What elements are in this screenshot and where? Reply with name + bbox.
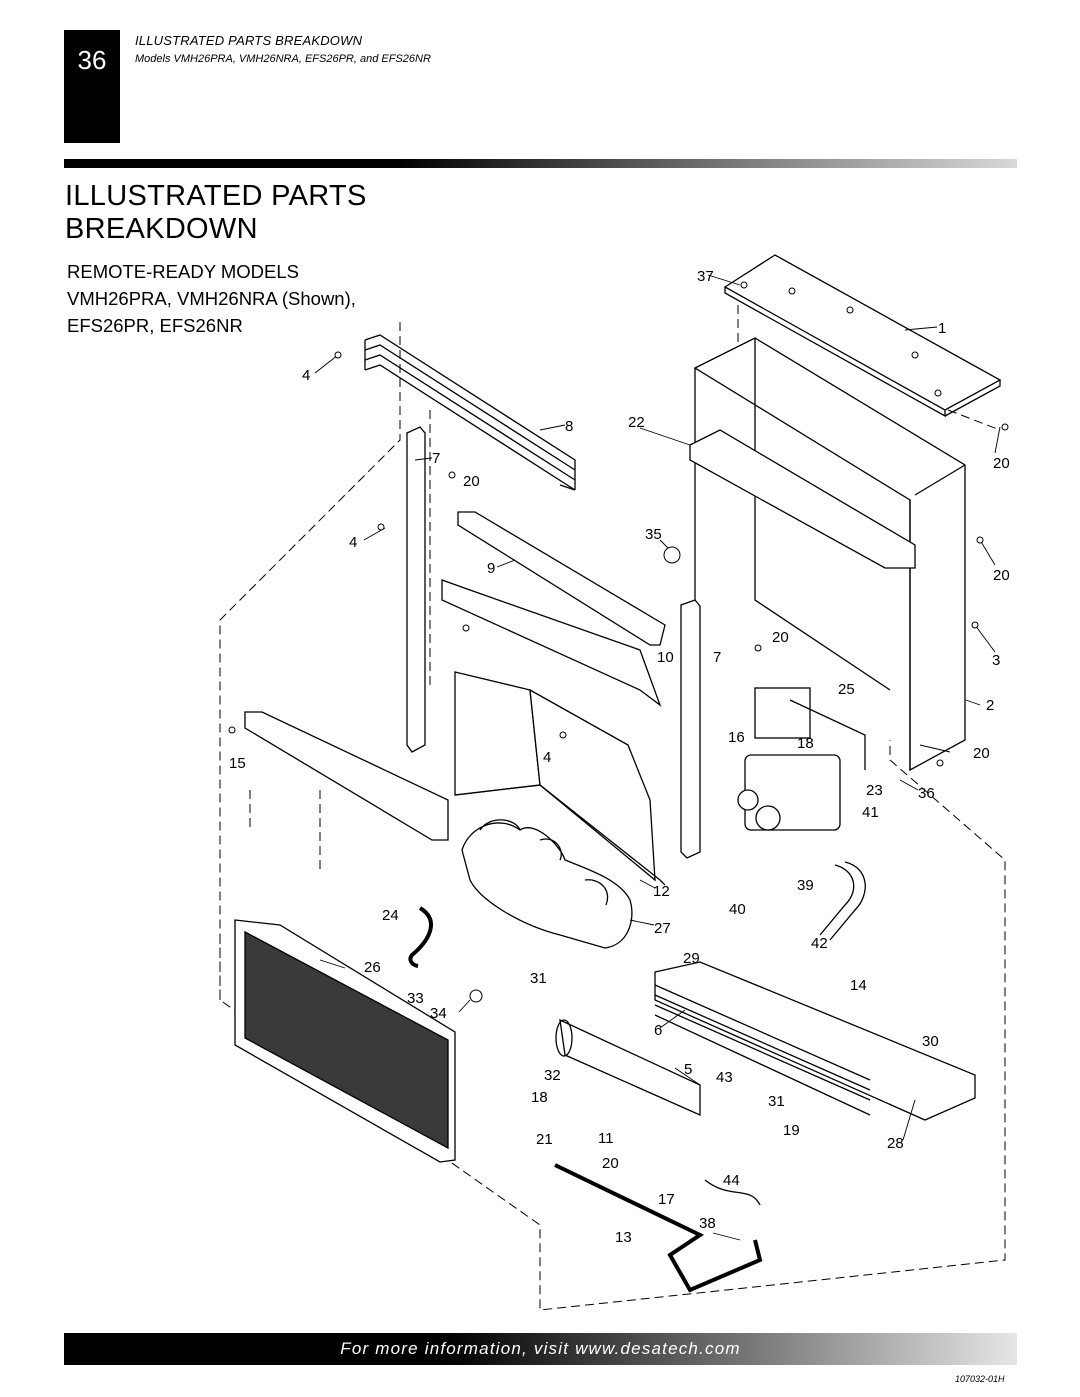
callout-12: 12	[653, 883, 670, 900]
callout-7-left: 7	[432, 450, 440, 467]
exploded-parts-diagram: 37 1 4 8 22 7 20 20 4 35 9 20 20 10 7 3 …	[219, 254, 1010, 1311]
callout-19: 19	[783, 1122, 800, 1139]
footer-bar: For more information, visit www.desatech…	[64, 1333, 1017, 1365]
callout-13: 13	[615, 1229, 632, 1246]
callout-18-bottom: 18	[531, 1089, 548, 1106]
callout-31-bottom: 31	[768, 1093, 785, 1110]
page-title: ILLUSTRATED PARTS BREAKDOWN	[65, 180, 485, 246]
callout-9: 9	[487, 560, 495, 577]
callout-8: 8	[565, 418, 573, 435]
callout-39: 41	[862, 804, 879, 821]
callout-4-firebox: 4	[543, 749, 551, 766]
callout-33: 33	[407, 990, 424, 1007]
callout-7-right: 7	[713, 649, 721, 666]
callout-10: 10	[657, 649, 674, 666]
callout-20-b: 20	[993, 455, 1010, 472]
callout-31-top: 31	[530, 970, 547, 987]
page-title-line1: ILLUSTRATED PARTS	[65, 180, 367, 212]
callout-34: 34	[430, 1005, 447, 1022]
callout-44: 44	[723, 1172, 740, 1189]
callout-20-d: 20	[772, 629, 789, 646]
callout-14: 14	[850, 977, 867, 994]
callout-20-a: 20	[463, 473, 480, 490]
callout-4-mid: 4	[349, 534, 357, 551]
callout-29: 29	[683, 950, 700, 967]
callout-25: 25	[838, 681, 855, 698]
callout-20-c: 20	[993, 567, 1010, 584]
callout-6: 6	[654, 1022, 662, 1039]
callout-26: 26	[364, 959, 381, 976]
header-section-title: ILLUSTRATED PARTS BREAKDOWN	[135, 33, 363, 48]
header-models-line: Models VMH26PRA, VMH26NRA, EFS26PR, and …	[135, 53, 431, 65]
page-title-line2: BREAKDOWN	[65, 213, 258, 245]
callout-3-top: 37	[697, 268, 714, 285]
subheading-line1: REMOTE-READY MODELS	[67, 261, 299, 282]
callout-30: 30	[922, 1033, 939, 1050]
callout-11: 11	[598, 1130, 614, 1147]
callout-41: 20	[602, 1155, 619, 1172]
callout-3-right: 3	[992, 652, 1000, 669]
callout-42: 38	[699, 1215, 716, 1232]
callout-43: 43	[716, 1069, 733, 1086]
footer-website-link[interactable]: For more information, visit www.desatech…	[340, 1339, 741, 1358]
callout-36: 36	[918, 785, 935, 802]
callout-21: 21	[536, 1131, 553, 1148]
header-rule	[64, 159, 1017, 168]
callout-37: 39	[797, 877, 814, 894]
callout-18-top: 18	[797, 735, 814, 752]
page-number: 36	[64, 30, 120, 143]
callout-35: 35	[645, 526, 662, 543]
subheading-line3: EFS26PR, EFS26NR	[67, 315, 243, 336]
callout-38: 40	[729, 901, 746, 918]
callout-40: 42	[811, 935, 828, 952]
callout-16: 16	[728, 729, 745, 746]
callout-15: 15	[229, 755, 246, 772]
callout-5: 5	[684, 1061, 692, 1078]
callout-27: 27	[654, 920, 671, 937]
callout-1: 1	[938, 320, 946, 337]
models-subheading: REMOTE-READY MODELS VMH26PRA, VMH26NRA (…	[67, 258, 407, 339]
callout-17: 17	[658, 1191, 675, 1208]
callout-23: 22	[628, 414, 645, 431]
callout-28: 28	[887, 1135, 904, 1152]
callout-32: 32	[544, 1067, 561, 1084]
callout-4-top: 4	[302, 367, 310, 384]
document-code: 107032-01H	[955, 1374, 1005, 1384]
callout-20-e: 20	[973, 745, 990, 762]
subheading-line2: VMH26PRA, VMH26NRA (Shown),	[67, 288, 356, 309]
callout-2: 2	[986, 697, 994, 714]
callout-22: 23	[866, 782, 883, 799]
callout-24: 24	[382, 907, 399, 924]
